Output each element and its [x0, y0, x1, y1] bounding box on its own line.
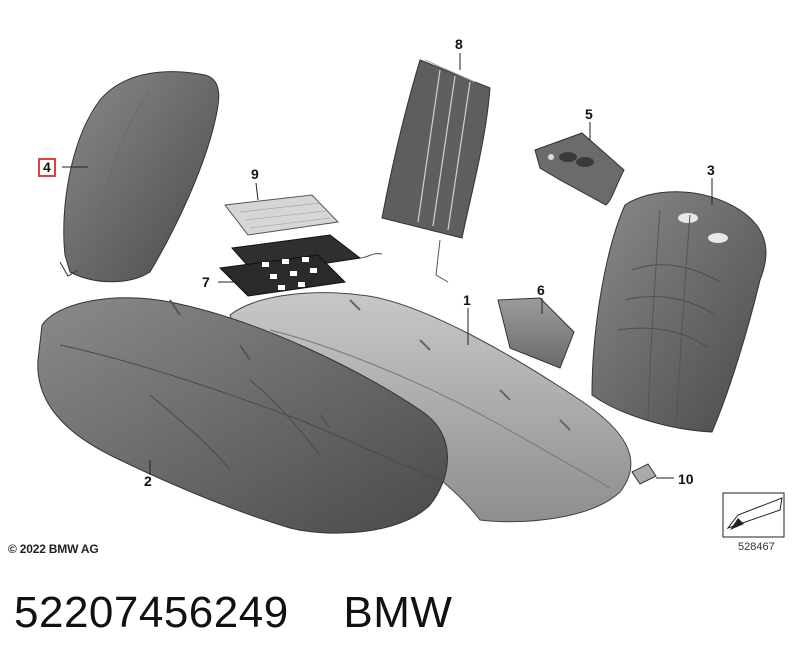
part-10-bracket [631, 463, 657, 485]
part-3-backrest [591, 191, 767, 433]
part-number: 52207456249 [14, 588, 289, 637]
part-number-line: 52207456249 BMW [14, 588, 452, 638]
callout-7: 7 [202, 274, 210, 290]
callout-1: 1 [463, 292, 471, 308]
part-5-trim [534, 132, 625, 206]
callout-9: 9 [251, 166, 259, 182]
part-9-heating-mat [224, 194, 340, 236]
copyright-notice: © 2022 BMW AG [8, 542, 99, 556]
part-7-heating-element [218, 234, 383, 297]
callout-4: 4 [38, 158, 56, 177]
callout-8: 8 [455, 36, 463, 52]
callout-5: 5 [585, 106, 593, 122]
reference-number: 528467 [738, 541, 775, 553]
part-2-seat-cushion [37, 297, 448, 534]
orientation-icon [722, 492, 785, 538]
part-4-side-bolster [59, 71, 220, 283]
seat-parts-diagram [37, 53, 785, 538]
leader-lines [62, 53, 713, 479]
part-8-backrest-panel [381, 59, 491, 283]
callout-10: 10 [678, 471, 694, 487]
callout-6: 6 [537, 282, 545, 298]
callout-2: 2 [144, 473, 152, 489]
part-6-cover [497, 297, 575, 369]
brand-name: BMW [343, 588, 453, 637]
callout-3: 3 [707, 162, 715, 178]
